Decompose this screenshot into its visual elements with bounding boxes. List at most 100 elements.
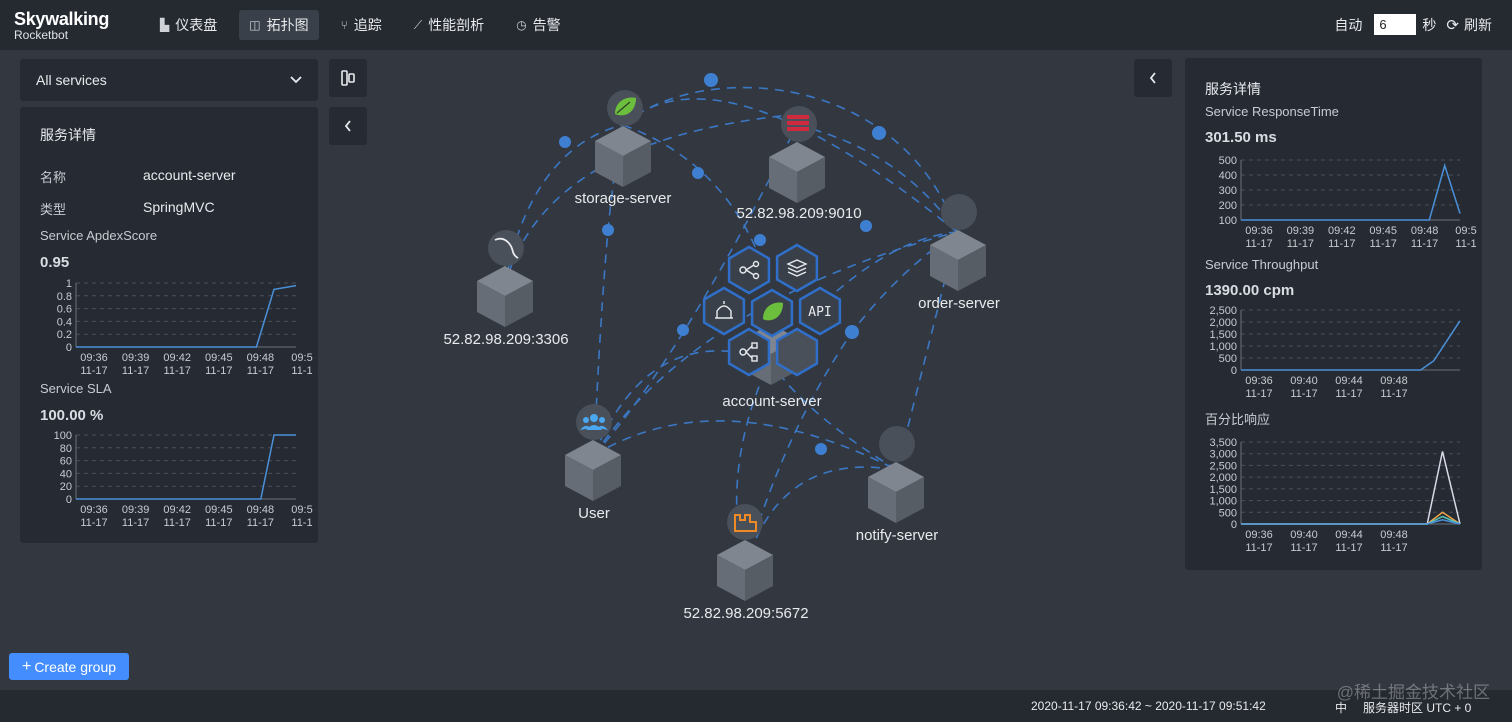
x-tick-label: 11-17: [1290, 388, 1317, 400]
auto-toggle[interactable]: 自动: [1334, 16, 1363, 33]
x-tick-label: 11-17: [1335, 388, 1362, 400]
nav-trace[interactable]: ⑂追踪: [331, 10, 392, 40]
edge-dot[interactable]: [815, 443, 827, 455]
node-user[interactable]: User: [565, 404, 621, 522]
edge-dot[interactable]: [860, 220, 872, 232]
edge-dot[interactable]: [602, 224, 614, 236]
group-view-button[interactable]: [329, 59, 367, 97]
edge-dot[interactable]: [845, 325, 859, 339]
nav-dashboard[interactable]: ▙仪表盘: [150, 10, 227, 40]
node-rabbitmq[interactable]: 52.82.98.209:5672: [683, 504, 809, 622]
trend-icon: ⟋: [413, 17, 423, 32]
edge-dot[interactable]: [872, 126, 886, 140]
x-tick-label: 11-17: [1245, 238, 1272, 250]
nav-label: 性能剖析: [428, 17, 485, 33]
x-tick-label: 09:40: [1290, 375, 1318, 387]
y-tick-label: 0: [66, 342, 72, 354]
rabbitmq-icon: [734, 514, 757, 532]
node-label: User: [578, 505, 610, 522]
x-tick-label: 09:5: [291, 504, 312, 516]
create-group-label: Create group: [34, 658, 117, 675]
nav-alarm[interactable]: ◷ 告警: [506, 10, 570, 40]
layers-hex[interactable]: [775, 243, 819, 293]
node-redis[interactable]: 52.82.98.209:9010: [736, 106, 862, 222]
x-tick-label: 11-17: [1335, 542, 1362, 554]
x-tick-label: 09:40: [1290, 529, 1318, 541]
nav-label: 仪表盘: [175, 17, 218, 33]
edge-dot[interactable]: [559, 136, 571, 148]
language-toggle[interactable]: 中: [1335, 701, 1348, 715]
x-tick-label: 09:48: [247, 504, 275, 516]
rt-value: 301.50 ms: [1205, 129, 1277, 146]
x-tick-label: 11-17: [1245, 388, 1272, 400]
instance-hex[interactable]: [727, 245, 771, 295]
response-time-chart: 50040030020010009:3611-1709:3911-1709:42…: [1219, 155, 1477, 250]
x-tick-label: 09:44: [1335, 375, 1363, 387]
y-tick-label: 0.8: [57, 291, 72, 303]
node-label: 52.82.98.209:3306: [443, 331, 568, 348]
y-tick-label: 1,000: [1209, 341, 1237, 353]
x-tick-label: 09:48: [1380, 529, 1408, 541]
edge-dot[interactable]: [692, 167, 704, 179]
node-notify-server[interactable]: notify-server: [856, 426, 939, 544]
x-tick-label: 09:42: [163, 504, 191, 516]
series-line: [76, 284, 297, 348]
collapse-right-button[interactable]: [1134, 59, 1172, 97]
edge-dot[interactable]: [704, 73, 718, 87]
name-label: 名称: [40, 170, 67, 185]
nav-topology[interactable]: ◫拓扑图: [239, 10, 319, 40]
blank-hex[interactable]: [775, 327, 819, 377]
nav-label: 告警: [532, 17, 561, 33]
x-tick-label: 09:36: [1245, 375, 1273, 387]
sla-value: 100.00 %: [40, 407, 104, 424]
interval-input[interactable]: [1374, 14, 1417, 35]
refresh-button[interactable]: 刷新: [1464, 16, 1492, 33]
time-range[interactable]: 2020-11-17 09:36:42 ~ 2020-11-17 09:51:4…: [1031, 699, 1266, 713]
node-account-server[interactable]: account-server: [722, 324, 822, 410]
collapse-left-button[interactable]: [329, 107, 367, 145]
y-tick-label: 3,000: [1209, 449, 1237, 461]
x-tick-label: 11-1: [1455, 238, 1476, 250]
node-label: storage-server: [575, 190, 672, 207]
chevron-down-icon: [290, 73, 302, 87]
services-select[interactable]: All services: [20, 59, 318, 101]
svg-text:API: API: [808, 305, 831, 320]
x-tick-label: 11-17: [1370, 238, 1397, 250]
seconds-label: 秒: [1422, 16, 1437, 33]
alarm-icon: ◷: [516, 18, 527, 32]
logo[interactable]: Skywalking Rocketbot: [14, 9, 109, 42]
x-tick-label: 11-17: [205, 365, 232, 377]
y-tick-label: 100: [54, 430, 72, 442]
tp-title: Service Throughput: [1205, 257, 1319, 272]
series-line: [1241, 162, 1461, 221]
sla-title: Service SLA: [40, 381, 112, 396]
nav-label: 拓扑图: [266, 17, 309, 33]
y-tick-label: 3,500: [1209, 437, 1237, 449]
alarm-icon: [715, 301, 733, 319]
series-line: [1241, 519, 1461, 525]
endpoint-hex[interactable]: [727, 327, 771, 377]
node-mysql[interactable]: 52.82.98.209:3306: [443, 230, 569, 348]
percentile-chart: 3,5003,0002,5002,0001,5001,000500009:361…: [1209, 437, 1461, 554]
nav-profile[interactable]: ⟋ 性能剖析: [404, 10, 494, 40]
x-tick-label: 11-17: [122, 517, 149, 529]
api-hex[interactable]: API: [798, 286, 842, 336]
node-order-server[interactable]: order-server: [918, 194, 1000, 312]
x-tick-label: 11-17: [1411, 238, 1438, 250]
x-tick-label: 09:45: [205, 352, 233, 364]
center-hex[interactable]: [750, 288, 794, 338]
x-tick-label: 11-17: [1290, 542, 1317, 554]
chevron-left-icon: [1149, 72, 1156, 84]
node-storage-server[interactable]: storage-server: [575, 90, 672, 207]
x-tick-label: 09:36: [1245, 225, 1273, 237]
edge-dot[interactable]: [754, 234, 766, 246]
alarm-hex[interactable]: [702, 286, 746, 336]
refresh-icon[interactable]: ⟳: [1446, 16, 1459, 34]
x-tick-label: 09:39: [122, 504, 150, 516]
edge-dot[interactable]: [677, 324, 689, 336]
timezone-label[interactable]: 服务器时区 UTC + 0: [1363, 701, 1472, 715]
x-tick-label: 11-17: [1380, 388, 1407, 400]
topology-graph[interactable]: storage-server 52.82.98.209:9010 52.82.9…: [380, 52, 1100, 632]
x-tick-label: 11-17: [247, 517, 274, 529]
create-group-button[interactable]: + Create group: [9, 653, 129, 680]
